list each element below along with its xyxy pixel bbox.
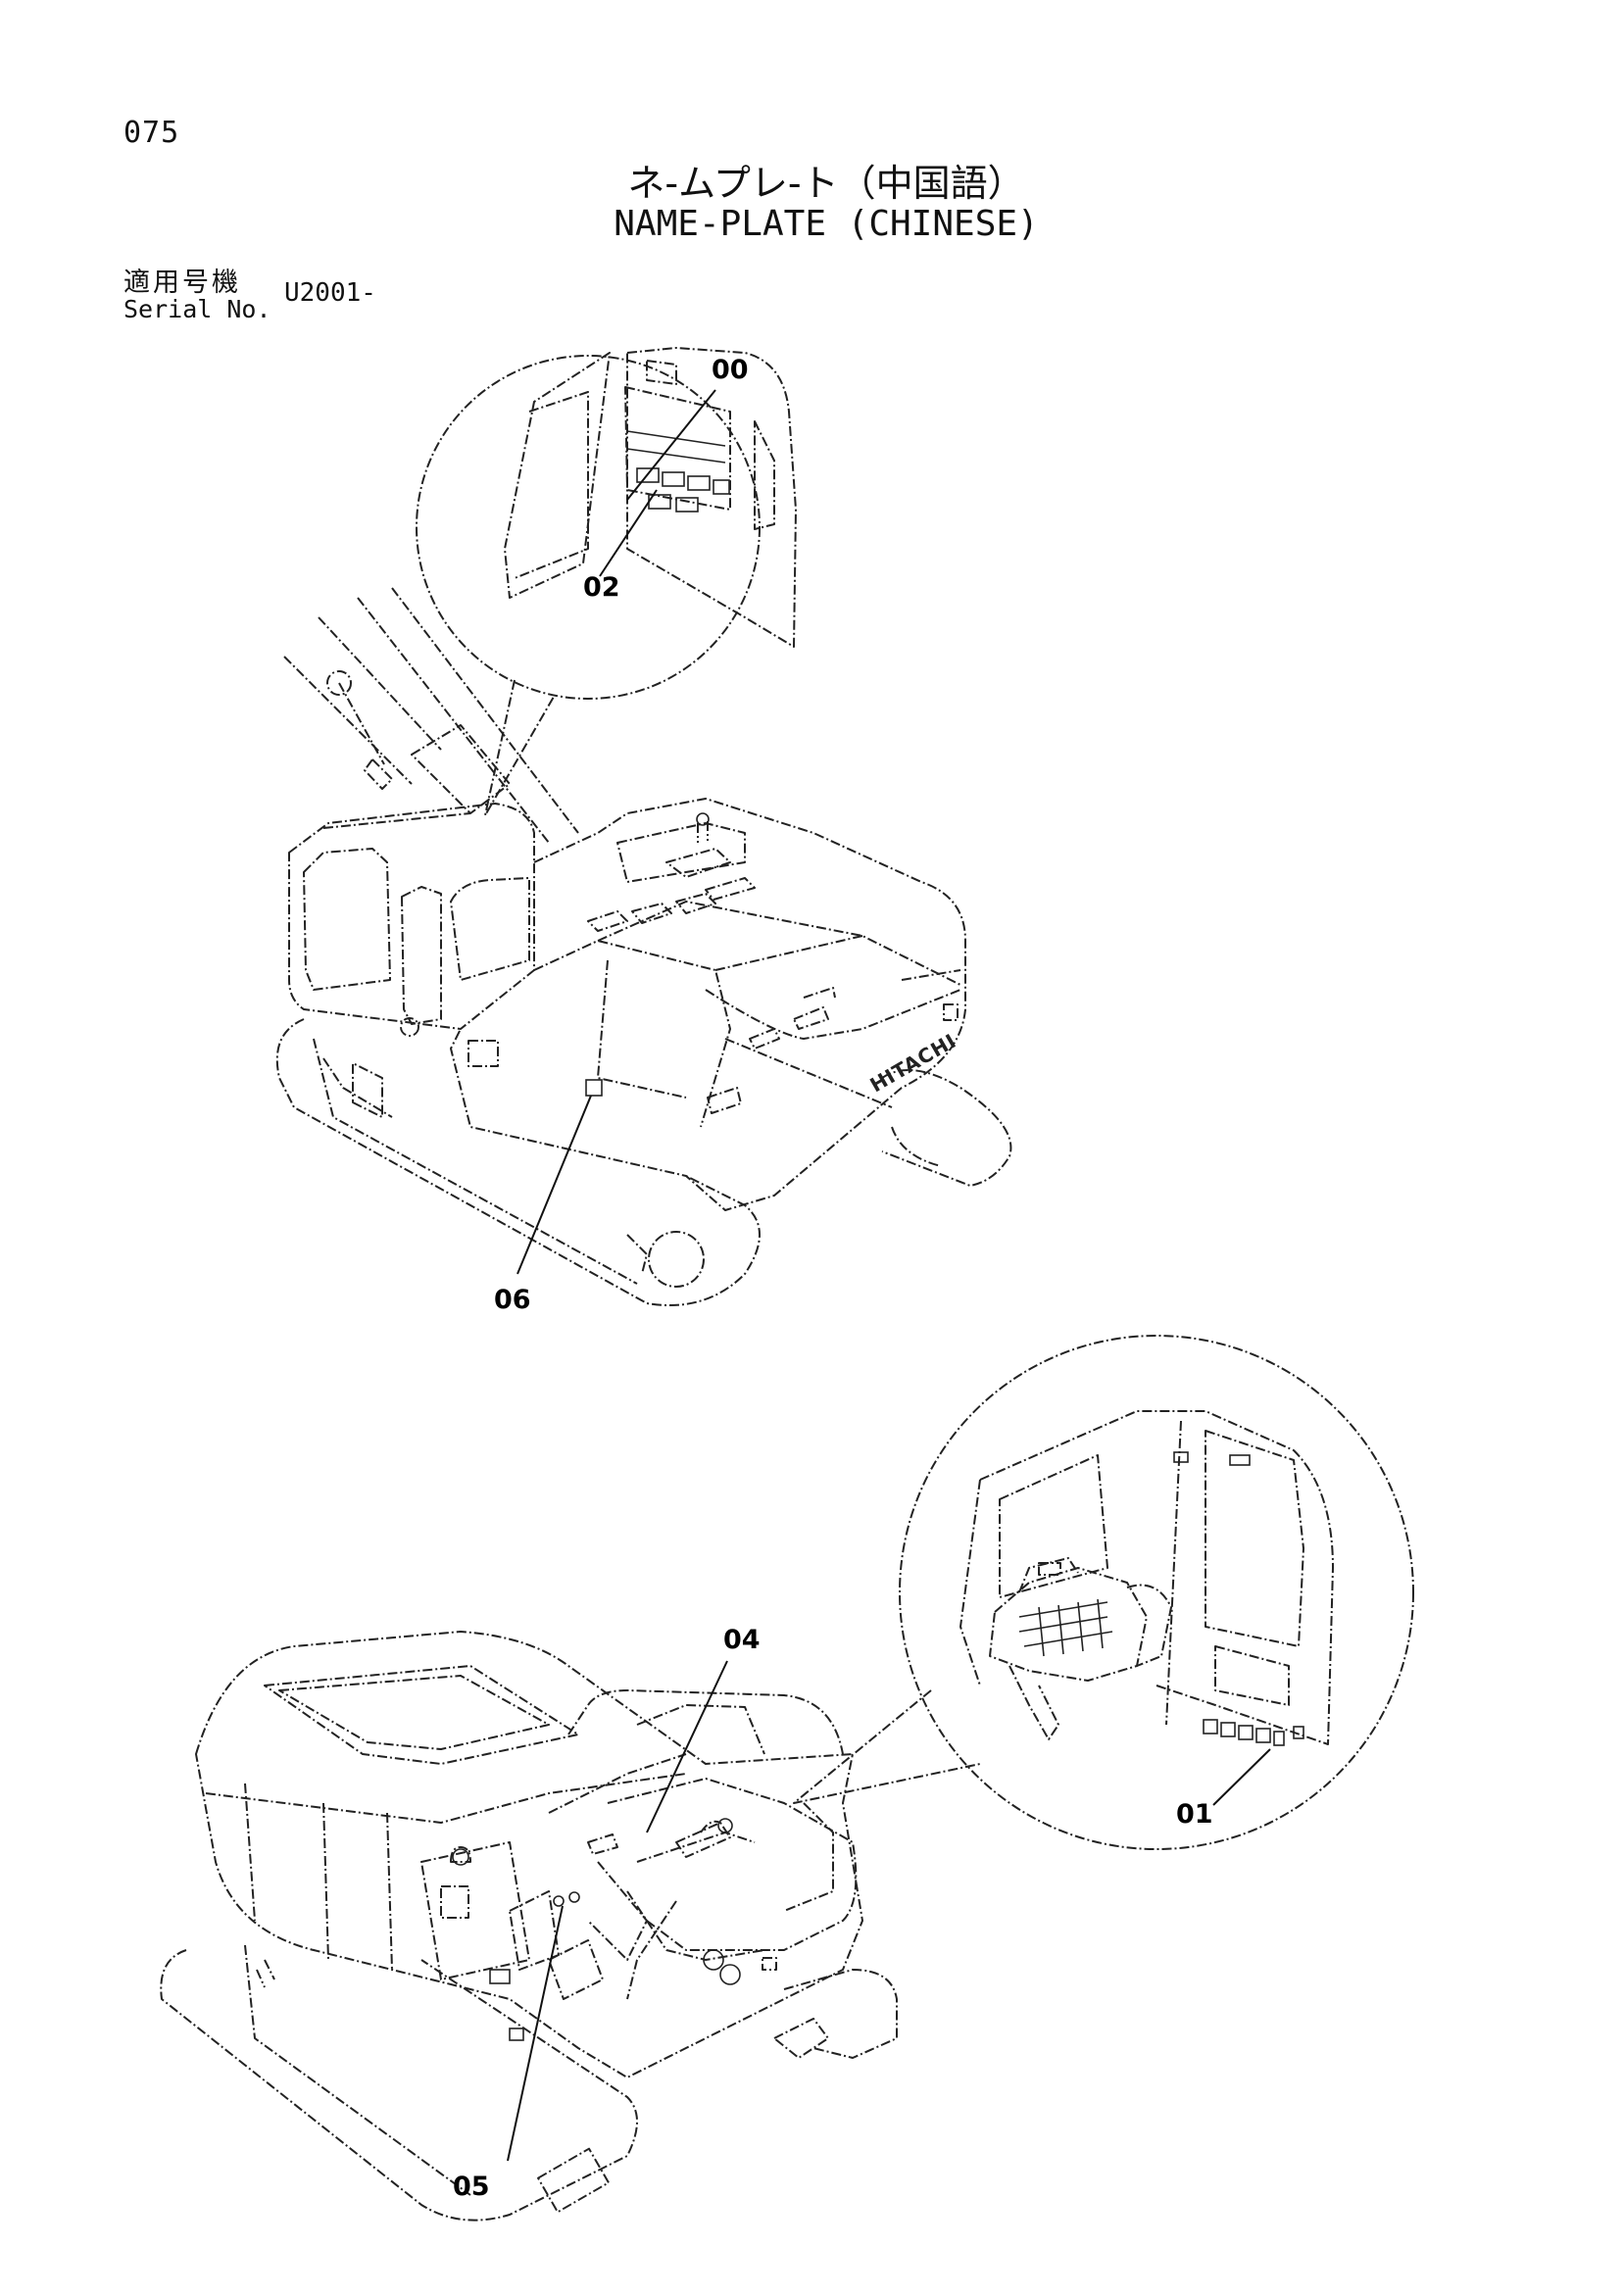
lower-detail-circle	[793, 1335, 1414, 1850]
leader-line-02	[599, 489, 658, 577]
upper-detail-circle	[416, 347, 797, 816]
callout-04: 04	[723, 1625, 761, 1655]
upper-boom-arm	[283, 587, 579, 844]
callout-02: 02	[583, 572, 620, 603]
lower-excavator-view: 01	[160, 1335, 1414, 2222]
upper-housing	[450, 798, 966, 1211]
serial-label-japanese: 適用号機	[123, 268, 241, 298]
leader-line-05	[507, 1905, 564, 2162]
lower-cab-boom	[548, 1689, 858, 2000]
serial-number-value: U2001-	[284, 278, 376, 308]
hitachi-logo: HITACHI	[866, 1029, 961, 1098]
upper-undercarriage	[275, 1018, 1012, 1306]
leader-line-01	[1212, 1748, 1271, 1806]
serial-label-english: Serial No.	[123, 295, 271, 323]
leader-line-04	[646, 1660, 728, 1833]
lower-housing	[195, 1631, 863, 2078]
callout-06: 06	[494, 1285, 531, 1315]
callout-01: 01	[1176, 1799, 1213, 1830]
page-number: 075	[123, 116, 180, 150]
callout-05: 05	[453, 2172, 490, 2202]
upper-excavator-view: 00 02	[275, 347, 1012, 1315]
page-title-japanese: ネ-ムプレ-ト（中国語）	[627, 162, 1025, 205]
callout-00: 00	[712, 355, 749, 385]
page-title-english: NAME-PLATE (CHINESE)	[614, 204, 1039, 244]
lower-undercarriage	[160, 1944, 898, 2222]
upper-cab	[288, 803, 535, 1037]
leader-line-06	[516, 1095, 592, 1275]
leader-line-00	[626, 389, 716, 501]
nameplate-06-marker	[585, 1079, 603, 1097]
